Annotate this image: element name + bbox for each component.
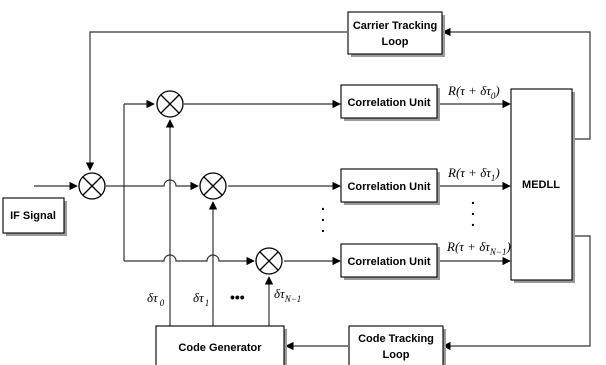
code-tracking-loop-block: Code Tracking Loop bbox=[348, 325, 446, 365]
correlation-unit-0-label: Correlation Unit bbox=[347, 97, 430, 109]
if-signal-block: IF Signal bbox=[2, 197, 67, 236]
correlation-unit-1-block: Correlation Unit bbox=[340, 168, 440, 205]
code-tracking-label-line2: Loop bbox=[383, 349, 410, 361]
medll-label: MEDLL bbox=[522, 179, 560, 191]
svg-text:.: . bbox=[321, 208, 325, 224]
mixer-0 bbox=[156, 90, 184, 118]
delay-ellipsis: ••• bbox=[230, 289, 245, 305]
svg-text:.: . bbox=[471, 213, 475, 229]
code-generator-label: Code Generator bbox=[178, 342, 262, 354]
svg-text:.: . bbox=[471, 191, 475, 207]
correlation-unit-n-block: Correlation Unit bbox=[340, 243, 440, 280]
code-generator-block: Code Generator bbox=[155, 325, 287, 365]
if-signal-label: IF Signal bbox=[10, 210, 56, 222]
vertical-ellipsis-left: . . . bbox=[321, 197, 325, 235]
medll-to-code-wire bbox=[442, 235, 591, 351]
code-tracking-label-line1: Code Tracking bbox=[358, 333, 434, 345]
medll-block: MEDLL bbox=[510, 88, 575, 283]
carrier-tracking-label-line1: Carrier Tracking bbox=[353, 20, 437, 32]
mixer-1 bbox=[199, 172, 227, 200]
branch1-to-mixer bbox=[124, 179, 199, 191]
correlation-unit-1-label: Correlation Unit bbox=[347, 181, 430, 193]
carrier-feedback-wire bbox=[85, 31, 347, 171]
mixer-n bbox=[255, 247, 283, 275]
correlation-unit-0-block: Correlation Unit bbox=[340, 84, 440, 121]
carrier-tracking-loop-block: Carrier Tracking Loop bbox=[347, 11, 445, 57]
medll-to-carrier-wire bbox=[442, 27, 591, 140]
vertical-ellipsis-right: . . . bbox=[471, 191, 475, 229]
branchN-to-mixer bbox=[124, 254, 255, 266]
signal-wires bbox=[34, 27, 591, 351]
carrier-tracking-label-line2: Loop bbox=[382, 36, 409, 48]
svg-text:.: . bbox=[471, 202, 475, 218]
output-label-0: R(τ + δτ0) bbox=[447, 83, 500, 101]
delay-label-1: δτ1 bbox=[193, 290, 209, 308]
svg-text:.: . bbox=[321, 219, 325, 235]
svg-text:.: . bbox=[321, 197, 325, 213]
output-label-1: R(τ + δτ1) bbox=[447, 165, 500, 183]
mixer-input bbox=[78, 172, 106, 200]
correlation-unit-n-label: Correlation Unit bbox=[347, 256, 430, 268]
output-label-n: R(τ + δτN−1) bbox=[446, 239, 511, 257]
delay-label-n: δτN−1 bbox=[274, 286, 301, 304]
